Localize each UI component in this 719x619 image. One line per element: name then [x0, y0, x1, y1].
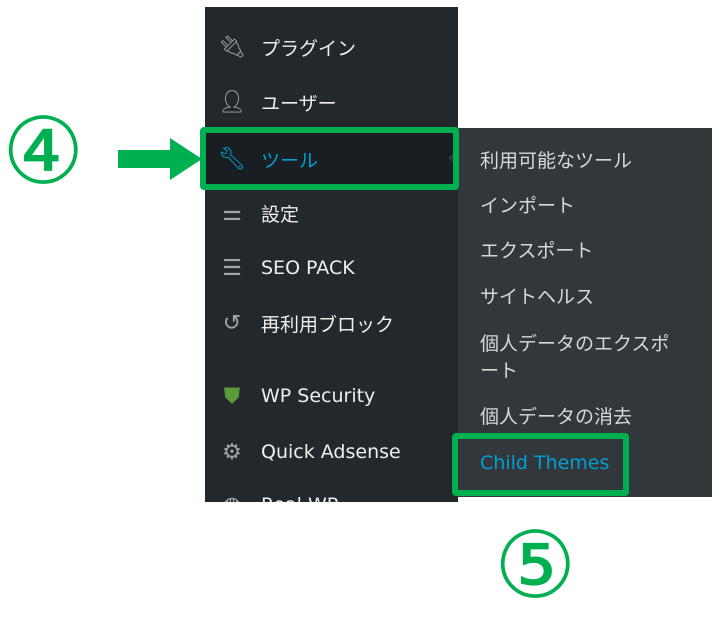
- step-5-label: ⑤: [494, 512, 577, 619]
- sidebar-item-users[interactable]: 👤︎ユーザー: [218, 89, 337, 115]
- sidebar-item-real-wp[interactable]: ◍Real WP: [205, 485, 458, 503]
- globe-icon: ◍: [217, 493, 247, 503]
- gear-icon: ⚙: [222, 439, 242, 465]
- wrench-icon: 🔧︎: [218, 146, 246, 172]
- plug-icon: 🔌︎: [218, 34, 246, 60]
- highlight-box-tools: [200, 127, 459, 190]
- submenu-erase-personal-data[interactable]: 個人データの消去: [480, 406, 633, 428]
- user-icon: 👤︎: [218, 89, 246, 115]
- sidebar-item-seo-pack[interactable]: ☰SEO PACK: [205, 248, 458, 288]
- highlight-box-child-themes: [452, 433, 629, 496]
- shield-icon: ⛊: [223, 383, 241, 409]
- step-4-label: ④: [2, 98, 85, 205]
- admin-sidebar: 🔌︎プラグイン 👤︎ユーザー 🔧︎ツール ⚌設定 ☰SEO PACK ↺再利用ブ…: [205, 7, 458, 502]
- arrow-icon: [118, 138, 202, 180]
- sidebar-item-quick-adsense[interactable]: ⚙Quick Adsense: [205, 432, 458, 472]
- submenu-available-tools[interactable]: 利用可能なツール: [480, 150, 633, 172]
- reload-icon: ↺: [222, 310, 242, 336]
- submenu-import[interactable]: インポート: [480, 195, 576, 217]
- submenu-child-themes[interactable]: Child Themes: [480, 452, 610, 474]
- sidebar-item-settings[interactable]: ⚌設定: [205, 193, 458, 233]
- submenu-site-health[interactable]: サイトヘルス: [480, 286, 595, 308]
- sidebar-item-reusable-blocks[interactable]: ↺再利用ブロック: [205, 303, 458, 343]
- sidebar-item-tools[interactable]: 🔧︎ツール: [205, 133, 458, 185]
- settings-icon: ⚌: [222, 200, 242, 226]
- submenu-caret: [448, 152, 455, 164]
- sidebar-item-plugins[interactable]: 🔌︎プラグイン: [218, 34, 357, 60]
- submenu-export-personal-data[interactable]: 個人データのエクスポート: [480, 333, 670, 382]
- submenu-export[interactable]: エクスポート: [480, 240, 594, 262]
- sidebar-item-wp-security[interactable]: ⛊WP Security: [205, 376, 458, 416]
- list-icon: ☰: [222, 255, 242, 281]
